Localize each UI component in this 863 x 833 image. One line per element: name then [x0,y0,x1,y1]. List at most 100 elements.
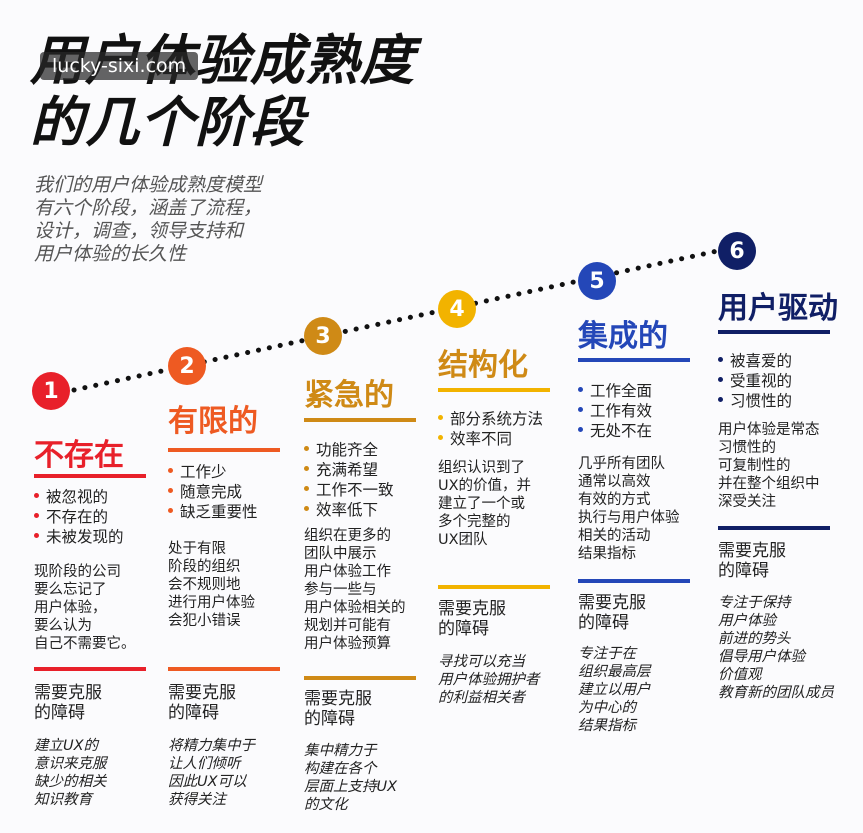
stage-2-obstacle-divider [168,667,280,671]
stage-2-divider [168,448,280,452]
solution-line: 构建在各个 [304,761,377,777]
stage-5-obstacle-heading: 需要克服的障碍 [578,593,646,633]
description-line: 组织在更多的 [304,528,391,544]
description-line: 规划并可能有 [304,618,391,634]
stage-4-solution: 寻找可以充当用户体验拥护者的利益相关者 [438,653,540,707]
description-line: 通常以高效 [578,474,651,490]
solution-line: 教育新的团队成员 [718,685,834,701]
trait-item: 缺乏重要性 [168,502,258,522]
description-line: 要么忘记了 [34,582,107,598]
bullet-dot-icon [304,446,309,451]
description-line: 用户体验， [34,600,107,616]
trait-text: 效率低下 [316,501,379,519]
trait-item: 被喜爱的 [718,351,792,371]
solution-line: 层面上支持UX [304,779,398,795]
solution-line: 建立以用户 [578,682,651,698]
trait-item: 被忽视的 [34,487,124,507]
stage-3-obstacle-heading: 需要克服的障碍 [304,689,372,729]
description-line: 要么认为 [34,618,92,634]
solution-line: 将精力集中于 [168,738,255,754]
stage-6-traits: 被喜爱的受重视的习惯性的 [718,351,792,411]
description-line: 用户体验工作 [304,564,391,580]
bullet-dot-icon [578,387,583,392]
solution-line: 的文化 [304,797,348,813]
solution-line: 价值观 [718,667,762,683]
stage-5-number-badge: 5 [578,262,616,300]
bullet-dot-icon [34,493,39,498]
description-line: 多个完整的 [438,514,511,530]
description-line: 团队中展示 [304,546,377,562]
trait-text: 习惯性的 [730,392,793,410]
description-line: 几乎所有团队 [578,456,665,472]
stage-1-description: 现阶段的公司要么忘记了用户体验，要么认为自己不需要它。 [34,563,136,653]
solution-line: 让人们倾听 [168,756,241,772]
subtitle: 我们的用户体验成熟度模型 有六个阶段，涵盖了流程， 设计，调查，领导支持和 用户… [34,174,262,266]
trait-item: 功能齐全 [304,440,394,460]
description-line: UX团队 [438,532,488,548]
trait-item: 未被发现的 [34,527,124,547]
stage-2-description: 处于有限阶段的组织会不规则地进行用户体验会犯小错误 [168,540,255,630]
description-line: 处于有限 [168,541,226,557]
stage-4-obstacle-heading: 需要克服的障碍 [438,599,506,639]
stage-5-description: 几乎所有团队通常以高效有效的方式执行与用户体验相关的活动结果指标 [578,455,680,563]
trait-text: 未被发现的 [46,528,124,546]
trait-text: 被喜爱的 [730,352,793,370]
trait-text: 功能齐全 [316,441,379,459]
stage-5-title: 集成的 [578,319,668,354]
stage-3-divider [304,418,416,422]
trait-text: 工作少 [180,463,227,481]
solution-line: 用户体验 [718,613,776,629]
description-line: 深受关注 [718,494,776,510]
subtitle-line: 有六个阶段，涵盖了流程， [34,197,263,219]
obstacle-heading-line: 需要克服 [304,689,372,709]
solution-line: 用户体验拥护者 [438,672,540,688]
description-line: UX的价值，并 [438,478,532,494]
bullet-dot-icon [718,397,723,402]
solution-line: 结果指标 [578,718,636,734]
stage-4-divider [438,388,550,392]
trait-text: 工作不一致 [316,481,394,499]
trait-text: 工作全面 [590,382,653,400]
solution-line: 知识教育 [34,792,92,808]
trait-text: 充满希望 [316,461,379,479]
obstacle-heading-line: 需要克服 [578,593,646,613]
obstacle-heading-line: 的障碍 [578,613,629,633]
stage-3-traits: 功能齐全充满希望工作不一致效率低下 [304,440,394,520]
trait-text: 受重视的 [730,372,793,390]
description-line: 执行与用户体验 [578,510,680,526]
obstacle-heading-line: 的障碍 [718,561,769,581]
stage-4-traits: 部分系统方法效率不同 [438,409,543,449]
stage-3-title: 紧急的 [304,378,394,413]
stage-6-obstacle-heading: 需要克服的障碍 [718,541,786,581]
bullet-dot-icon [718,377,723,382]
stage-6-solution: 专注于保持用户体验前进的势头倡导用户体验价值观教育新的团队成员 [718,594,834,702]
trait-item: 工作有效 [578,401,652,421]
stage-6-number-badge: 6 [718,232,756,270]
stage-3-description: 组织在更多的团队中展示用户体验工作参与一些与用户体验相关的规划并可能有用户体验预… [304,527,406,653]
stage-2-solution: 将精力集中于让人们倾听因此UX可以获得关注 [168,737,255,809]
solution-line: 前进的势头 [718,631,791,647]
stage-2-number-badge: 2 [168,347,206,385]
solution-line: 为中心的 [578,700,636,716]
page-title: 用户体验成熟度 的几个阶段 [30,30,415,154]
bullet-dot-icon [578,407,583,412]
solution-line: 组织最高层 [578,664,651,680]
stage-5-solution: 专注于在组织最高层建立以用户为中心的结果指标 [578,645,651,735]
stage-4-number-badge: 4 [438,290,476,328]
obstacle-heading-line: 的障碍 [168,703,219,723]
solution-line: 建立UX的 [34,738,99,754]
trait-item: 习惯性的 [718,391,792,411]
trait-item: 受重视的 [718,371,792,391]
bullet-dot-icon [168,488,173,493]
stage-2-traits: 工作少随意完成缺乏重要性 [168,462,258,522]
description-line: 阶段的组织 [168,559,241,575]
stage-5-traits: 工作全面工作有效无处不在 [578,381,652,441]
solution-line: 倡导用户体验 [718,649,805,665]
bullet-dot-icon [578,427,583,432]
solution-line: 的利益相关者 [438,690,525,706]
stage-2-obstacle-heading: 需要克服的障碍 [168,683,236,723]
trait-text: 部分系统方法 [450,410,544,428]
bullet-dot-icon [34,513,39,518]
description-line: 并在整个组织中 [718,476,820,492]
